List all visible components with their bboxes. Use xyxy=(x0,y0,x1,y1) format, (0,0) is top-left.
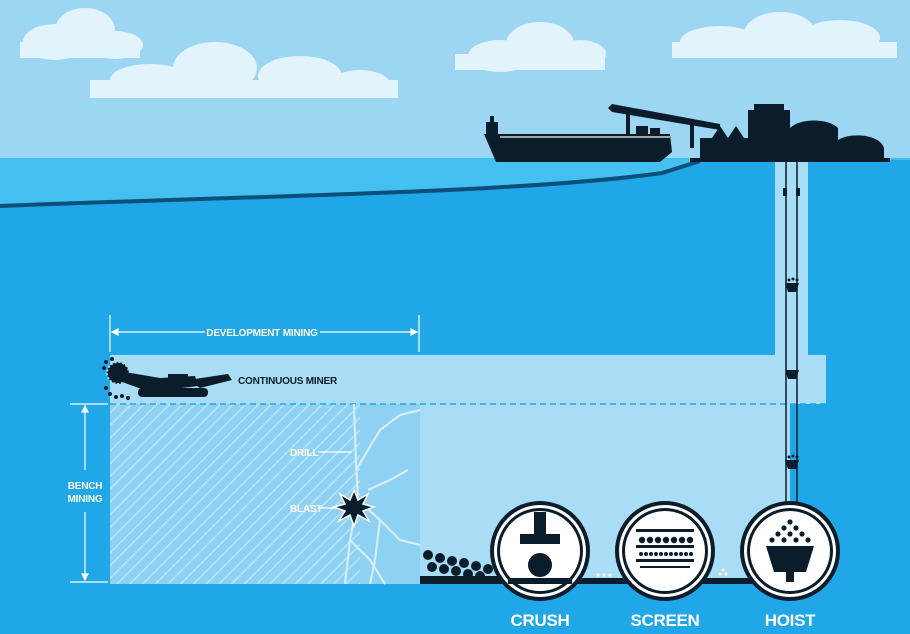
bench-mining-label-line1: BENCH xyxy=(68,481,103,492)
bench-mining-dimension xyxy=(70,403,108,583)
bench-mining-label-line2: MINING xyxy=(68,494,103,505)
development-mining-dimension xyxy=(109,315,420,352)
cloud-2 xyxy=(90,42,398,98)
explosion-icon xyxy=(331,487,377,529)
ship-icon xyxy=(484,116,672,162)
clouds xyxy=(20,8,897,98)
development-mining-label: DEVELOPMENT MINING xyxy=(206,328,318,339)
cloud-1 xyxy=(20,8,143,60)
conveyor-floor xyxy=(420,578,820,584)
hoist-label: HOIST xyxy=(765,611,816,630)
blast-label: BLAST xyxy=(290,504,322,515)
shaft-cables xyxy=(785,160,798,540)
crush-label: CRUSH xyxy=(511,611,570,630)
processing-plant-icon xyxy=(608,104,890,162)
continuous-miner-icon xyxy=(102,357,232,400)
drill-label: DRILL xyxy=(290,448,319,459)
hoist-skip-icon xyxy=(740,501,840,601)
bench-face-strip xyxy=(360,404,420,584)
skip-icon xyxy=(783,188,800,469)
cloud-3 xyxy=(455,22,606,72)
continuous-miner-label: CONTINUOUS MINER xyxy=(238,376,338,387)
conveyor-dots xyxy=(596,568,728,577)
stope-floor-area xyxy=(420,404,790,584)
cloud-4 xyxy=(672,12,897,58)
seabed-line xyxy=(0,159,701,208)
screen-label: SCREEN xyxy=(630,611,699,630)
crusher-icon xyxy=(490,501,590,601)
screen-icon xyxy=(615,501,715,601)
